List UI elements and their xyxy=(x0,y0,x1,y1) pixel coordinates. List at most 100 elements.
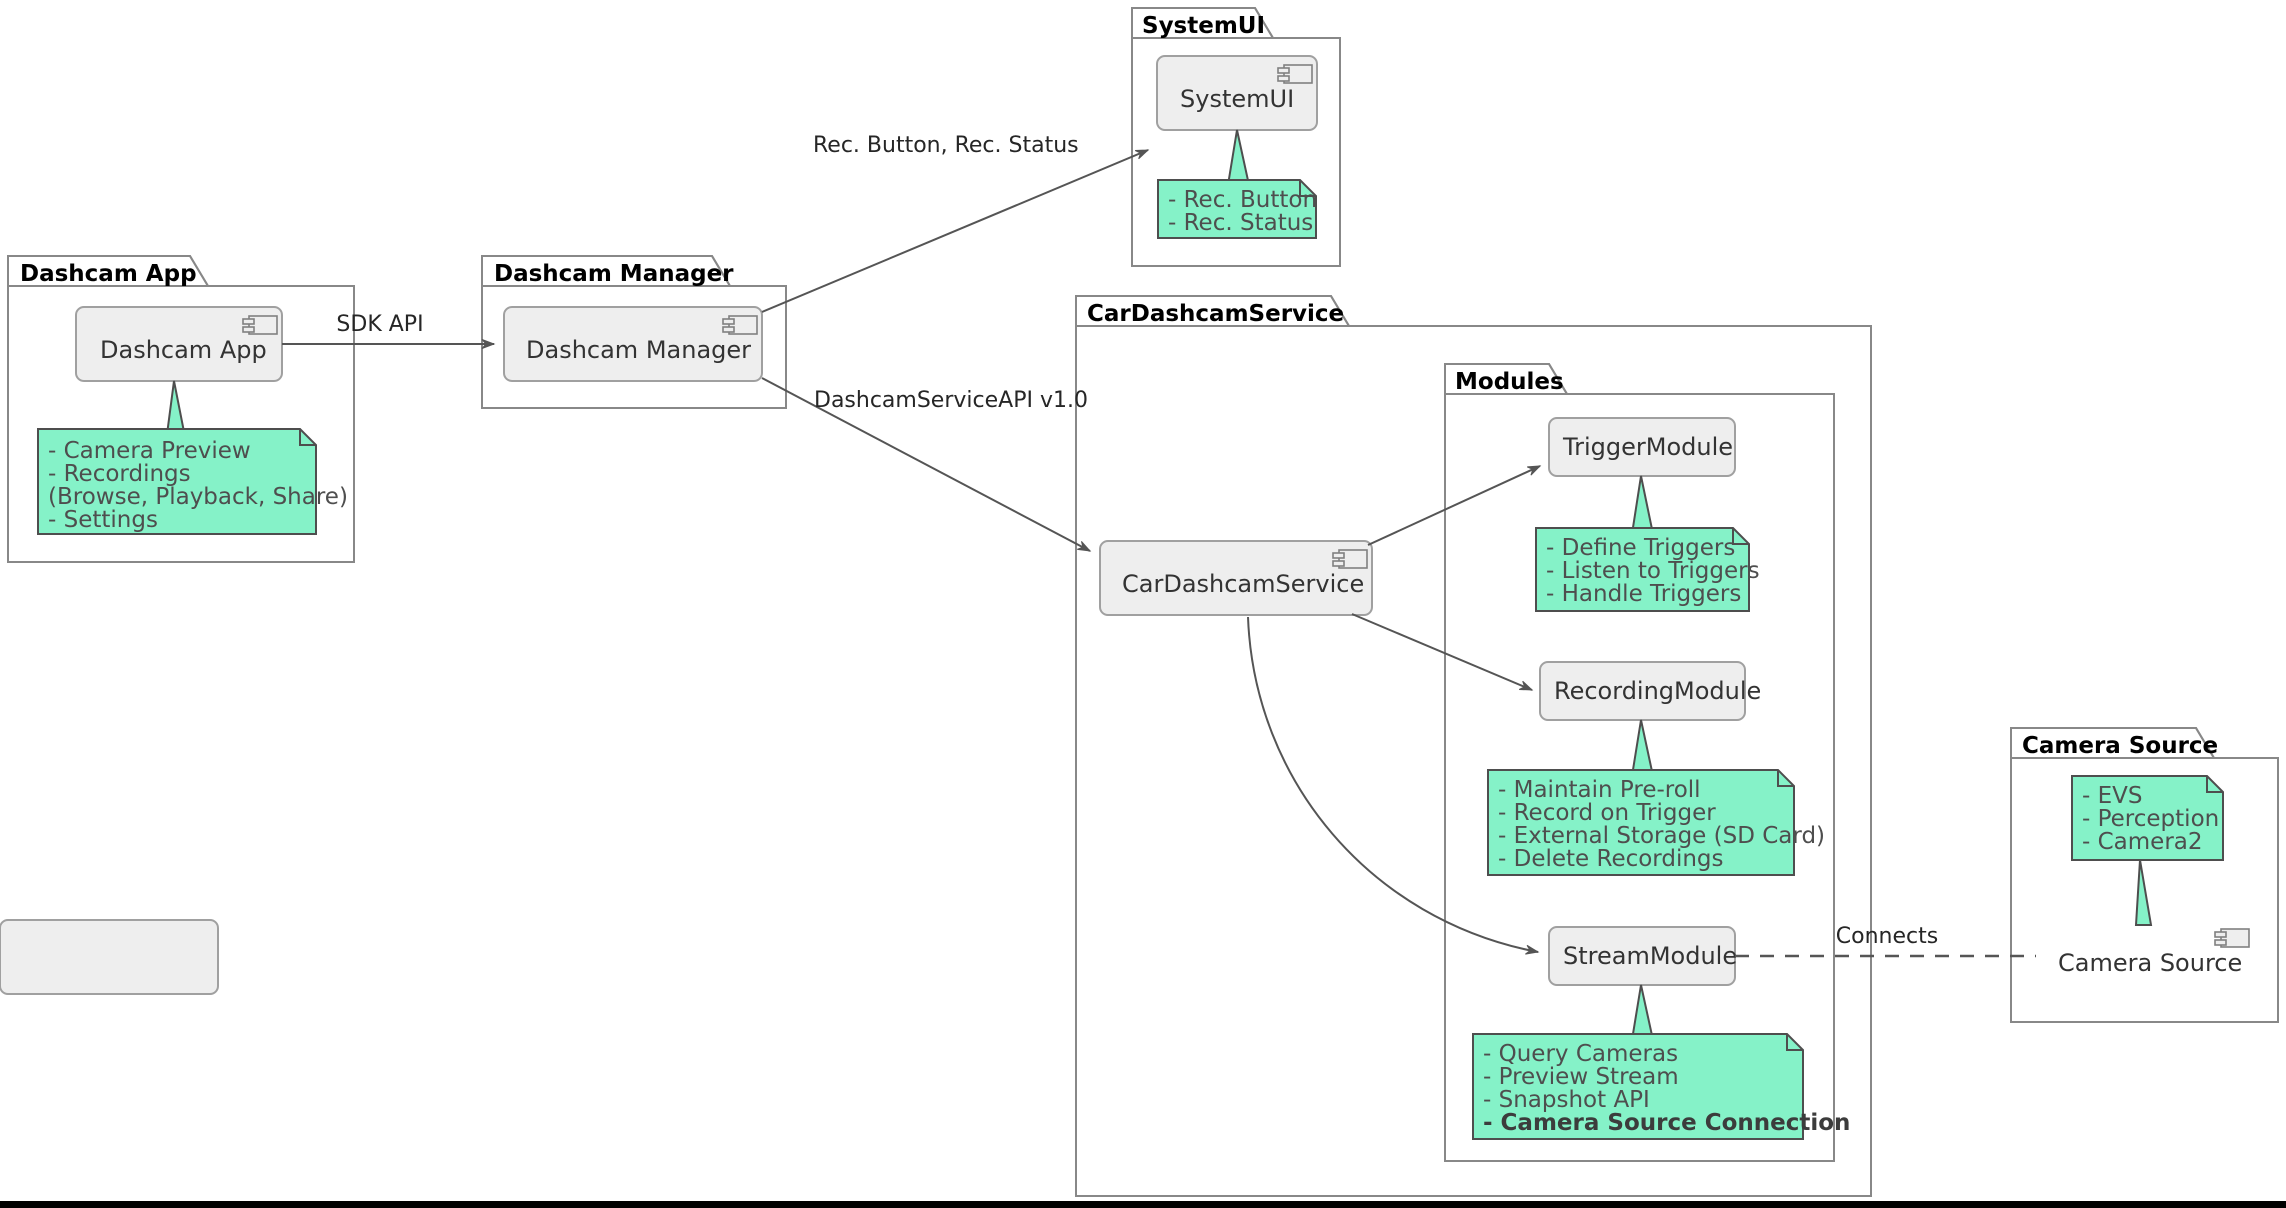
note-camera-source-fold xyxy=(2206,776,2223,793)
uml-component-icon xyxy=(722,315,758,335)
note-systemui-fold xyxy=(1299,180,1316,197)
package-camera-source-tab xyxy=(2010,727,2216,759)
uml-component-icon xyxy=(1277,64,1313,84)
edge-to-triggermodule[interactable] xyxy=(1367,465,1542,546)
edge-rec-button-status-line xyxy=(761,149,1150,313)
edge-to-triggermodule-line xyxy=(1367,465,1542,546)
package-cardashcamservice-title: CarDashcamService xyxy=(1087,301,1344,327)
component-cardashcamservice[interactable]: CarDashcamService xyxy=(1099,540,1373,616)
component-triggermodule-label: TriggerModule xyxy=(1562,433,1733,461)
note-line: (Browse, Playback, Share) xyxy=(48,484,348,510)
note-line: - Record on Trigger xyxy=(1498,800,1716,826)
note-line: - External Storage (SD Card) xyxy=(1498,823,1825,849)
note-dashcam-app-body xyxy=(37,428,317,535)
component-cardashcamservice-box[interactable] xyxy=(1099,540,1373,616)
edge-to-streammodule-line xyxy=(1247,616,1540,955)
note-line: - Preview Stream xyxy=(1483,1064,1679,1090)
component-camera-source-label: Camera Source xyxy=(2058,949,2242,977)
note-line: - Listen to Triggers xyxy=(1546,558,1760,584)
package-dashcam-app-title: Dashcam App xyxy=(20,261,197,287)
note-streammodule: - Query Cameras - Preview Stream - Snaps… xyxy=(1472,1033,1850,1140)
edge-sdk-api-label: SDK API xyxy=(336,312,423,337)
note-line: - Rec. Button xyxy=(1168,187,1317,213)
note-recordingmodule-body xyxy=(1487,769,1795,876)
note-line: - Snapshot API xyxy=(1483,1087,1650,1113)
note-dashcam-app: - Camera Preview - Recordings (Browse, P… xyxy=(37,428,348,535)
package-cardashcamservice-tab xyxy=(1075,295,1351,327)
component-streammodule[interactable]: StreamModule xyxy=(1548,926,1737,986)
edge-to-recordingmodule[interactable] xyxy=(1351,613,1534,691)
package-camera-source-body xyxy=(2010,727,2279,1023)
note-streammodule-fold xyxy=(1786,1034,1803,1051)
package-camera-source: Camera Source - EVS - Perception - Camer… xyxy=(0,727,2279,1023)
component-systemui-label: SystemUI xyxy=(1180,85,1294,113)
package-cardashcamservice: CarDashcamService CarDashcamService Modu… xyxy=(1075,295,1872,1197)
component-camera-source[interactable]: Camera Source xyxy=(0,919,2250,995)
component-streammodule-label: StreamModule xyxy=(1563,942,1737,970)
note-line: - EVS xyxy=(2082,783,2142,809)
component-triggermodule[interactable]: TriggerModule xyxy=(1548,417,1736,477)
edge-rec-button-status-label: Rec. Button, Rec. Status xyxy=(813,133,1079,158)
note-connector-camera-source xyxy=(2134,859,2153,926)
package-modules-title: Modules xyxy=(1455,369,1564,395)
package-modules: Modules TriggerModule - Define Triggers … xyxy=(1444,363,1850,1162)
package-dashcam-manager-tab xyxy=(481,255,732,287)
note-recordingmodule-fold xyxy=(1777,770,1794,787)
package-dashcam-app-tab xyxy=(7,255,210,287)
component-recordingmodule[interactable]: RecordingModule xyxy=(1539,661,1761,721)
note-streammodule-body xyxy=(1472,1033,1804,1140)
note-dashcam-app-fold xyxy=(299,429,316,446)
note-connector-recordingmodule xyxy=(1630,719,1655,777)
edge-connects[interactable]: Connects xyxy=(1735,924,2036,958)
note-line: - Camera Preview xyxy=(48,438,251,464)
note-systemui-body xyxy=(1157,179,1317,239)
edge-to-recordingmodule-line xyxy=(1351,613,1534,691)
note-line: - Recordings xyxy=(48,461,191,487)
note-triggermodule-fold xyxy=(1732,528,1749,545)
component-dashcam-app[interactable]: Dashcam App xyxy=(75,306,283,382)
edge-sdk-api[interactable]: SDK API xyxy=(282,312,496,349)
note-line: - Rec. Status xyxy=(1168,210,1313,236)
note-triggermodule: - Define Triggers - Listen to Triggers -… xyxy=(1535,527,1760,612)
component-dashcam-manager[interactable]: Dashcam Manager xyxy=(503,306,763,382)
note-connector-streammodule xyxy=(1630,984,1655,1041)
package-dashcam-manager: Dashcam Manager Dashcam Manager xyxy=(481,255,787,409)
note-recordingmodule: - Maintain Pre-roll - Record on Trigger … xyxy=(1487,769,1825,876)
uml-component-icon xyxy=(2214,928,2250,948)
bottom-bar xyxy=(0,1201,2286,1208)
component-recordingmodule-label: RecordingModule xyxy=(1554,677,1761,705)
edge-dashcamserviceapi-line xyxy=(761,377,1092,552)
package-systemui: SystemUI SystemUI - Rec. Button - Rec. S… xyxy=(1131,7,1341,267)
component-dashcam-manager-box[interactable] xyxy=(503,306,763,382)
component-recordingmodule-box[interactable] xyxy=(1539,661,1746,721)
component-camera-source-box[interactable] xyxy=(0,919,219,995)
note-camera-source-body xyxy=(2071,775,2224,861)
note-systemui: - Rec. Button - Rec. Status xyxy=(1157,179,1317,239)
note-camera-source: - EVS - Perception - Camera2 xyxy=(2071,775,2224,861)
note-line: - Handle Triggers xyxy=(1546,581,1741,607)
note-line: - Query Cameras xyxy=(1483,1041,1678,1067)
edge-rec-button-status[interactable]: Rec. Button, Rec. Status xyxy=(761,133,1150,313)
note-line: - Maintain Pre-roll xyxy=(1498,777,1701,803)
edge-to-streammodule[interactable] xyxy=(1247,616,1540,955)
edge-dashcamserviceapi-label: DashcamServiceAPI v1.0 xyxy=(814,388,1088,413)
note-triggermodule-body xyxy=(1535,527,1750,612)
package-modules-tab xyxy=(1444,363,1569,395)
uml-component-icon xyxy=(242,315,278,335)
note-line: - Define Triggers xyxy=(1546,535,1735,561)
note-connector-triggermodule xyxy=(1630,475,1655,535)
uml-component-icon xyxy=(1332,549,1368,569)
package-camera-source-title: Camera Source xyxy=(2022,733,2218,759)
note-line: - Delete Recordings xyxy=(1498,846,1724,872)
component-systemui[interactable]: SystemUI xyxy=(1156,55,1318,131)
edge-dashcamserviceapi[interactable]: DashcamServiceAPI v1.0 xyxy=(761,377,1092,552)
component-dashcam-app-label: Dashcam App xyxy=(100,336,267,364)
edge-connects-label: Connects xyxy=(1836,924,1938,949)
package-dashcam-app: Dashcam App Dashcam App - Camera Preview… xyxy=(7,255,355,563)
component-dashcam-manager-label: Dashcam Manager xyxy=(526,336,751,364)
package-systemui-title: SystemUI xyxy=(1142,13,1265,39)
component-cardashcamservice-label: CarDashcamService xyxy=(1122,570,1364,598)
note-line: - Settings xyxy=(48,507,158,533)
